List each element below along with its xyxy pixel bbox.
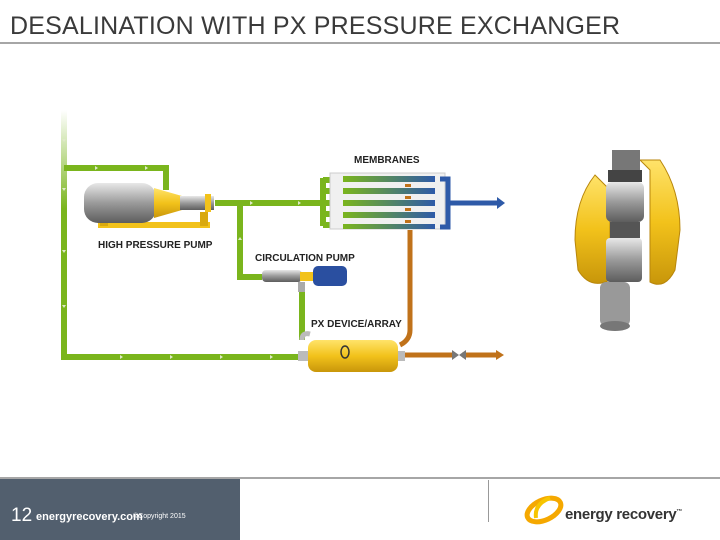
footer-panel: 12 energyrecovery.com ©Copyright 2015 <box>0 479 240 540</box>
px-flow-diagram: MEMBRANES HIGH PRESSURE PUMP CIRCULATION… <box>61 110 681 372</box>
high-pressure-pump <box>84 183 214 228</box>
label-circulation-pump: CIRCULATION PUMP <box>255 253 355 264</box>
label-high-pressure-pump: HIGH PRESSURE PUMP <box>98 240 213 251</box>
brine-arrow-icon <box>496 350 504 360</box>
flow-arrows <box>62 139 301 359</box>
permeate-arrow-icon <box>497 197 505 209</box>
slide-title: DESALINATION WITH PX PRESSURE EXCHANGER <box>10 12 621 40</box>
copyright: ©Copyright 2015 <box>133 513 186 520</box>
title-divider <box>0 42 720 44</box>
px-device <box>298 331 405 372</box>
website-link[interactable]: energyrecovery.com <box>36 511 143 523</box>
membranes <box>329 172 446 230</box>
permeate-pipe <box>440 176 498 230</box>
circulation-pump <box>262 266 347 292</box>
logo-text: energy recovery <box>565 506 677 523</box>
footer-vertical-divider <box>488 480 489 522</box>
label-membranes: MEMBRANES <box>354 155 420 166</box>
footer-divider <box>0 477 720 479</box>
brine-pipes <box>398 230 497 358</box>
logo-swoosh-icon <box>524 495 564 525</box>
px-cutaway-image <box>574 150 681 331</box>
label-px-device: PX DEVICE/ARRAY <box>311 319 402 330</box>
energy-recovery-logo: energy recovery™ <box>522 490 702 530</box>
seawater-pipes <box>61 110 333 360</box>
er-logo-mark <box>340 345 350 359</box>
page-number: 12 <box>11 505 33 526</box>
logo-tm: ™ <box>676 509 683 515</box>
valve-icon <box>452 350 466 360</box>
